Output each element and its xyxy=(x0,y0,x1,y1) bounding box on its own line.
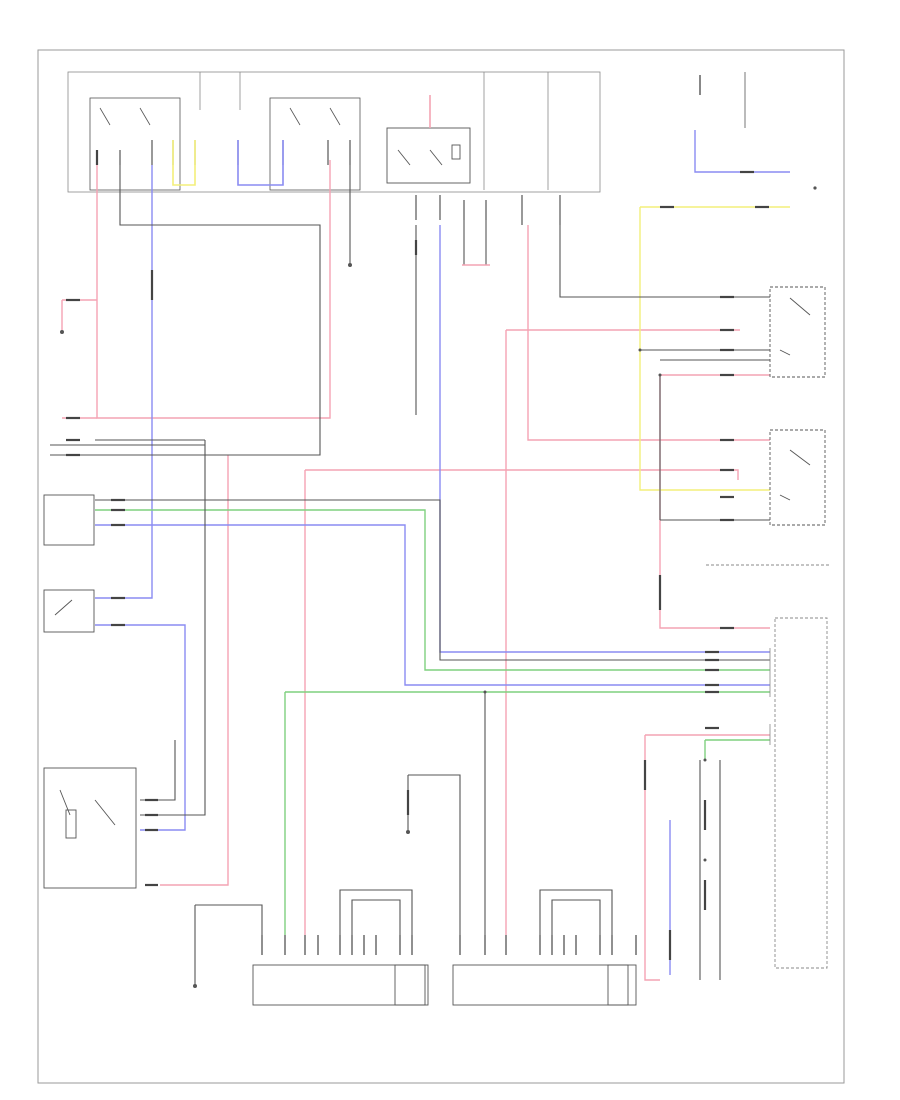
wire-black-gray xyxy=(50,165,770,985)
wire-yellow xyxy=(639,206,790,491)
wire-label-ticks-vertical xyxy=(95,150,707,960)
right-relay-lower xyxy=(769,429,826,526)
bottom-modules xyxy=(252,964,637,1006)
diagram-border xyxy=(37,49,845,1084)
right-connector-block xyxy=(706,564,830,969)
relay-group-left xyxy=(89,97,361,191)
wire-blue xyxy=(95,165,770,975)
left-module xyxy=(43,494,137,889)
bottom-connector-pins xyxy=(261,935,637,955)
fuse-block xyxy=(67,71,601,193)
right-relay-upper xyxy=(769,286,826,378)
wire-label-ticks xyxy=(66,170,769,887)
top-right-circuit xyxy=(694,72,817,190)
wire-green xyxy=(95,509,770,935)
switch-relay-center xyxy=(386,127,471,184)
fuse-terminals xyxy=(96,140,561,225)
fuse-internal-wires xyxy=(172,95,431,186)
splice-points xyxy=(60,263,707,988)
wire-red xyxy=(61,160,770,981)
